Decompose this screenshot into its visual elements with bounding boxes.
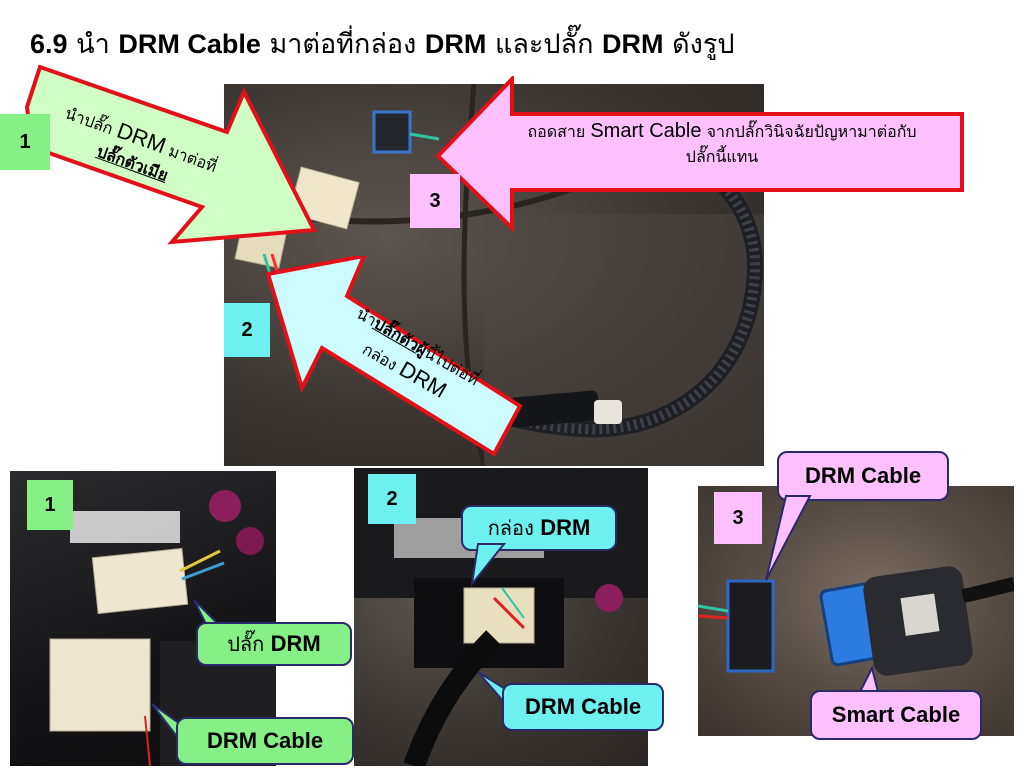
arrow-step-3 <box>435 76 964 233</box>
step-2-badge: 2 <box>224 303 270 357</box>
photo-2-drm-cable-callout: DRM Cable <box>502 683 664 731</box>
arrow-step-2 <box>265 256 523 457</box>
step-1-badge: 1 <box>0 114 50 170</box>
drm-plug-callout: ปลั๊ก DRM <box>196 622 352 666</box>
page-title: 6.9 นำ DRM Cable มาต่อที่กล่อง DRM และปล… <box>30 29 735 60</box>
photo-1-badge: 1 <box>27 480 73 530</box>
step-3-badge: 3 <box>410 174 460 228</box>
arrow-step-3-text: ถอดสาย Smart Cable จากปลั๊กวินิจฉัยปัญหา… <box>527 120 917 166</box>
main-photo-illustration <box>224 84 764 466</box>
photo-2-badge: 2 <box>368 474 416 524</box>
arrow-step-1 <box>24 64 318 245</box>
photo-1-drm-cable-callout: DRM Cable <box>176 717 354 765</box>
photo-3-drm-cable-pointer <box>765 495 812 581</box>
smart-cable-callout: Smart Cable <box>810 690 982 740</box>
photo-2-box-pointer <box>470 543 507 588</box>
photo-3-badge: 3 <box>714 492 762 544</box>
photo-3-drm-cable-callout: DRM Cable <box>777 451 949 501</box>
photo-3-illustration <box>698 566 1014 676</box>
